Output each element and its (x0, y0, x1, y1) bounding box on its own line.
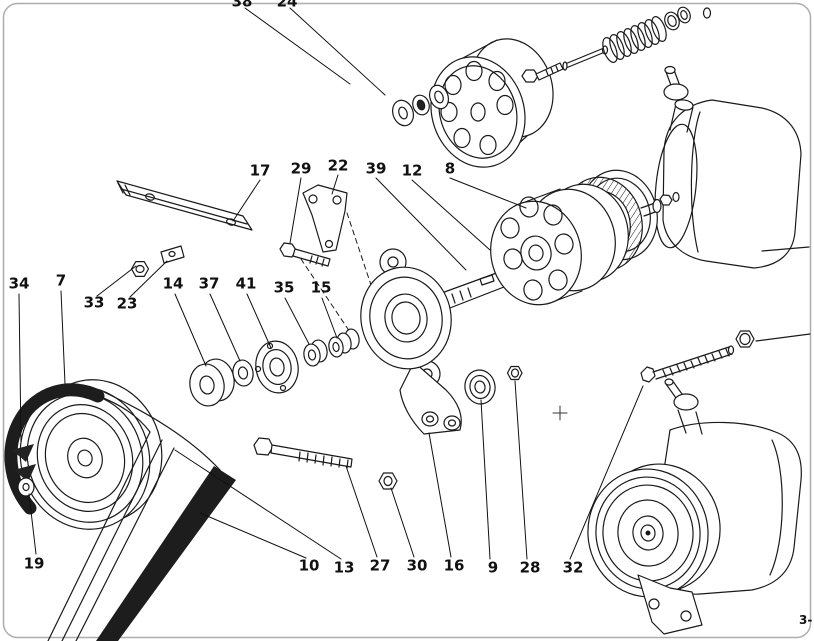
part-number-29: 29 (290, 159, 312, 178)
part-number-39: 39 (365, 159, 387, 178)
washer-19 (17, 477, 35, 497)
part-number-13: 13 (333, 558, 355, 577)
rotor-face (490, 200, 582, 306)
hex-nut-33 (130, 261, 150, 277)
part-number-12: 12 (401, 161, 423, 180)
spacer-35 (303, 339, 328, 367)
hex-nut-30 (378, 472, 398, 490)
part-number-28: 28 (519, 558, 541, 577)
link-bolt (279, 242, 331, 267)
belt-wedge (14, 464, 36, 482)
coil-spring (602, 16, 667, 63)
stud-nut (735, 330, 811, 348)
pivot-bolt (253, 437, 353, 469)
part-number-7: 7 (55, 271, 67, 290)
part-number-23: 23 (116, 294, 138, 313)
part-number-35: 35 (273, 278, 295, 297)
bracket-arm (399, 361, 462, 435)
crosshair-cursor (552, 405, 568, 421)
valve-bolt (521, 62, 564, 83)
belt-wedge (12, 444, 34, 462)
left-small-parts (12, 444, 36, 497)
mounting-bracket-flange (360, 248, 462, 435)
part-number-34: 34 (8, 274, 30, 293)
part-number-19: 19 (23, 554, 45, 573)
part-number-9: 9 (487, 558, 499, 577)
pump-rotor-stack (490, 169, 680, 306)
part-number-14: 14 (162, 274, 184, 293)
page-marking: 3- (799, 613, 813, 627)
part-number-16: 16 (443, 556, 465, 575)
part-number-10: 10 (298, 556, 320, 575)
leader-lines (18, 7, 644, 560)
filler-cap (663, 65, 689, 101)
ball-bearing-41 (254, 340, 299, 394)
pin (702, 7, 712, 19)
cup-washer-14 (189, 358, 235, 407)
v-belt-band (96, 466, 236, 641)
link-bracket (302, 184, 348, 253)
part-number-15: 15 (310, 278, 332, 297)
lower-pump-pulley (587, 463, 721, 598)
part-number-32: 32 (562, 558, 584, 577)
part-number-24: 24 (276, 0, 298, 11)
part-number-37: 37 (198, 274, 220, 293)
valve-rod (562, 45, 609, 71)
washer (428, 84, 450, 110)
reservoir-pump-upper (654, 65, 810, 269)
washer (392, 99, 414, 127)
washer-bearing-row (189, 328, 360, 407)
reservoir-pump-lower (587, 378, 802, 635)
lower-pump-bracket (637, 574, 703, 635)
ring-stack-15 (328, 328, 360, 358)
filler-neck (674, 99, 694, 111)
shaft-end-nut (640, 191, 680, 217)
filler-cap (664, 378, 699, 411)
washer-37 (232, 359, 254, 387)
part-number-22: 22 (327, 156, 349, 175)
mounting-stud (640, 345, 735, 383)
part-number-30: 30 (406, 556, 428, 575)
part-number-38: 38 (231, 0, 253, 11)
part-number-17: 17 (249, 161, 271, 180)
part-number-41: 41 (235, 274, 257, 293)
hex-nut-28 (506, 365, 523, 381)
v-belts (47, 391, 236, 641)
adjuster-bar (116, 180, 253, 231)
part-number-8: 8 (444, 159, 456, 178)
upper-valve-assembly (392, 6, 712, 168)
clip-plate (160, 245, 185, 264)
seal-washer-9 (464, 369, 496, 405)
crank-pulley (4, 379, 163, 530)
part-number-27: 27 (369, 556, 391, 575)
part-number-33: 33 (83, 293, 105, 312)
